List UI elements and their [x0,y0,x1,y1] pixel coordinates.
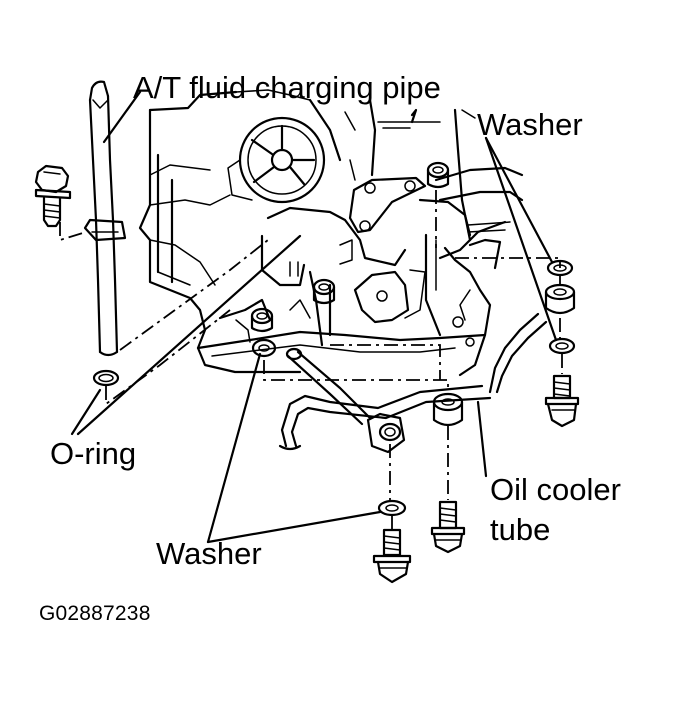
axis-line-d [455,257,561,268]
axis-line-e [559,276,563,374]
mounting-bracket [348,176,427,234]
bolt-axis-line [59,222,87,242]
washer-top-leader-2 [484,136,558,342]
bolt-hole-1 [426,161,450,189]
pipe-axis-line [105,309,231,406]
washer-bottom-part [377,499,407,517]
o-ring-leader-1 [70,388,102,436]
o-ring-label: O-ring [50,436,137,471]
pipe-bolt [34,164,72,228]
axis-line-b [330,344,441,380]
o-ring-part [92,369,120,387]
bolt-right [544,374,580,428]
pipe-axis-line-2 [119,239,269,351]
oil-cooler-tube [278,312,548,451]
washer-bottom-leader-2 [206,510,382,544]
banjo-fitting [366,412,406,454]
oil-cooler-label-line2: tube [490,512,551,547]
fluid-charging-pipe [83,80,127,357]
washer-stack-right [544,259,576,355]
washer-bottom-leader-1 [206,352,262,544]
washer-bottom-label: Washer [156,536,262,571]
bolt-lower-1 [372,528,412,584]
fluid-pipe-label: A/T fluid charging pipe [133,70,441,105]
gear-wheel [227,116,326,204]
oil-cooler-leader [476,400,488,478]
washer-top-label: Washer [477,107,583,142]
bolt-lower-2 [430,500,466,554]
bolt-hole-4 [251,338,277,358]
tube-boss [432,392,464,427]
axis-line-a [263,360,449,390]
bolt-hole-3 [250,307,274,333]
washer-top-leader-1 [484,136,554,264]
bolt-hole-2 [312,278,336,305]
oil-cooler-label-line1: Oil cooler [490,472,621,507]
o-ring-leader-2 [76,234,302,436]
transmission-case [138,89,524,377]
fluid-pipe-leader [102,90,142,144]
figure-code: G02887238 [39,602,151,625]
